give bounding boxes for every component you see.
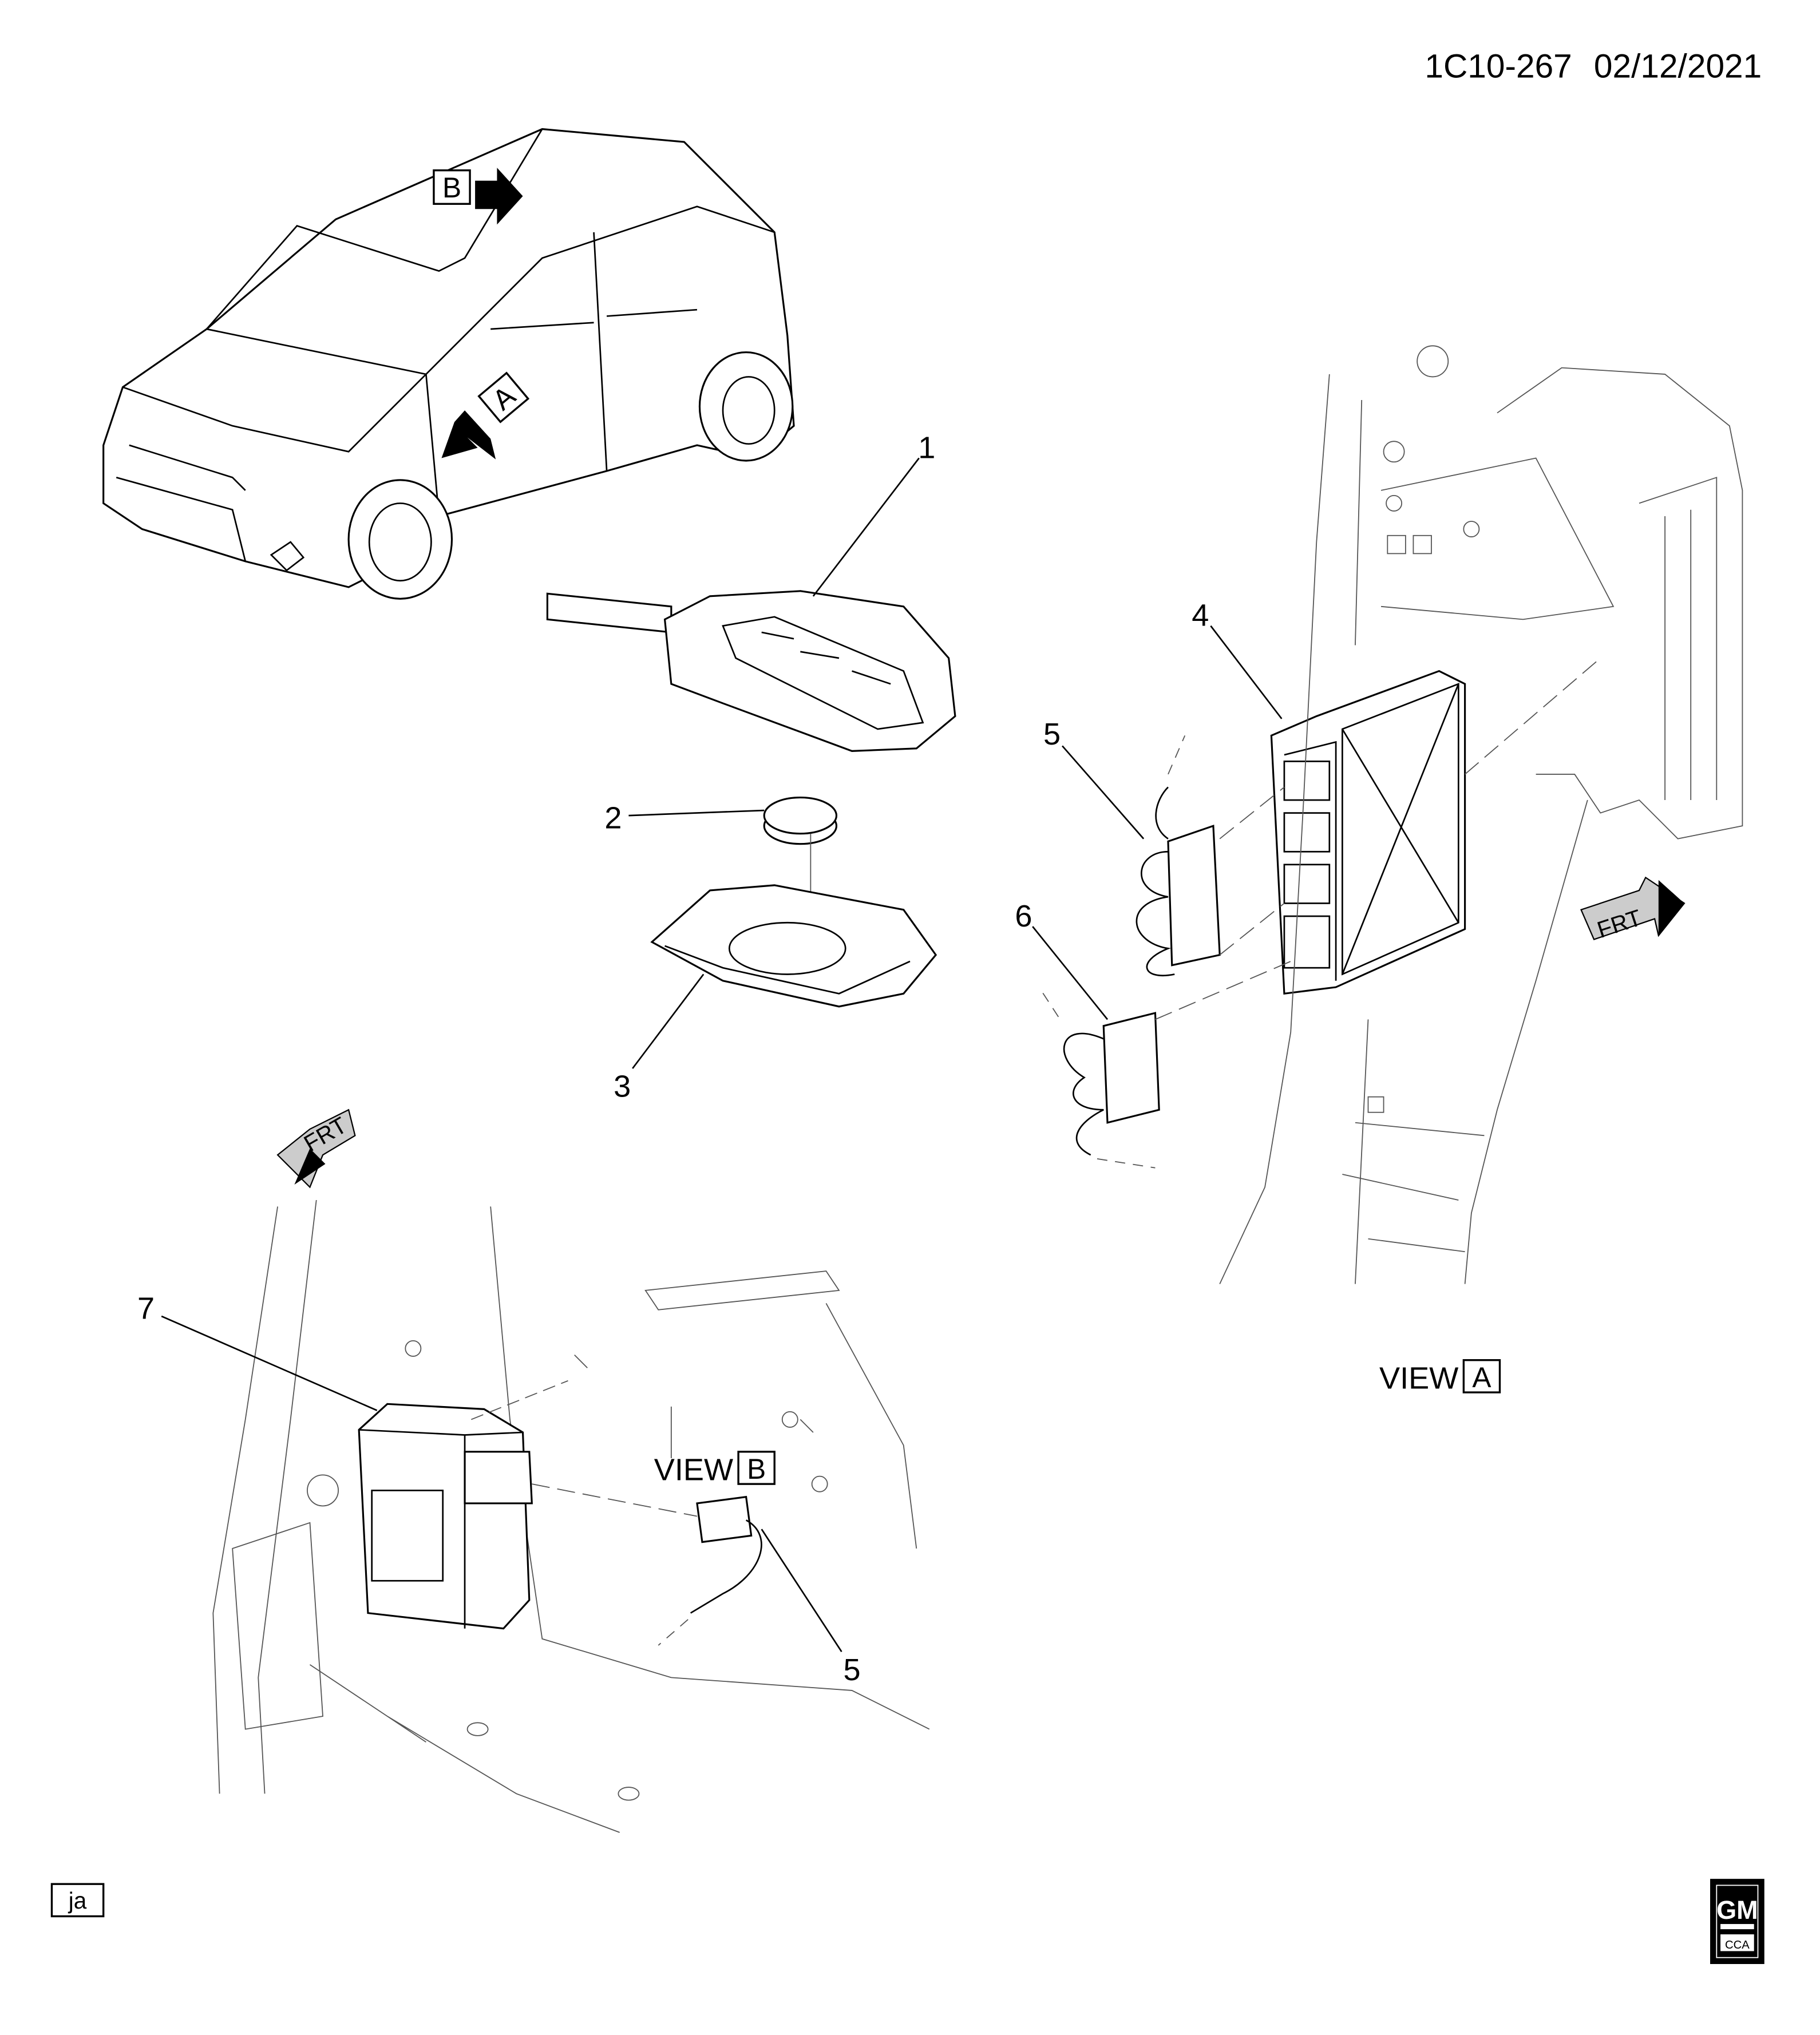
callout-4: 4 — [1192, 599, 1209, 633]
svg-text:A: A — [1472, 1361, 1491, 1393]
callout-5-b: 5 — [843, 1653, 860, 1687]
callout-6: 6 — [1015, 899, 1032, 933]
svg-text:GM: GM — [1716, 1895, 1758, 1925]
view-a-marker: A — [441, 371, 530, 460]
initials-box: ja — [50, 1883, 105, 1918]
view-b-label: VIEW B — [654, 1451, 776, 1487]
part-1-key-fob — [546, 590, 956, 752]
part-5-harness-connector — [1135, 735, 1285, 977]
gm-cca-logo: GM CCA — [1710, 1879, 1764, 1964]
callout-leaders — [161, 457, 1283, 1653]
frt-direction-arrow-b: FRT — [276, 1108, 356, 1189]
svg-text:B: B — [747, 1453, 766, 1485]
svg-text:B: B — [442, 172, 461, 204]
view-a-label: VIEW A — [1379, 1359, 1501, 1395]
diagram-date: 02/12/2021 — [1594, 47, 1762, 85]
callout-2: 2 — [604, 801, 622, 836]
part-5-harness-connector-b — [658, 1495, 762, 1646]
vehicle-illustration — [102, 128, 795, 600]
callout-7: 7 — [137, 1292, 155, 1326]
svg-text:VIEW: VIEW — [654, 1452, 733, 1487]
part-2-battery — [763, 796, 838, 961]
svg-text:VIEW: VIEW — [1379, 1361, 1458, 1395]
frt-direction-arrow-a: FRT — [1580, 876, 1686, 943]
callout-3: 3 — [614, 1070, 631, 1104]
part-3-fob-cover — [650, 884, 937, 1008]
svg-text:ja: ja — [68, 1887, 87, 1914]
part-7-module — [358, 1380, 698, 1630]
view-b-marker: B — [433, 168, 523, 225]
callout-1: 1 — [918, 430, 935, 465]
arrow-down-left-icon — [441, 410, 496, 460]
svg-text:CCA: CCA — [1725, 1939, 1750, 1951]
diagram-id: 1C10-267 — [1425, 47, 1572, 85]
view-a-vehicle-structure — [1219, 345, 1743, 1285]
part-6-harness-connector — [1038, 961, 1291, 1169]
arrow-right-icon — [475, 168, 523, 225]
part-4-body-control-module — [1270, 670, 1466, 995]
callout-5: 5 — [1043, 717, 1061, 751]
view-b-vehicle-structure — [212, 1199, 930, 1833]
